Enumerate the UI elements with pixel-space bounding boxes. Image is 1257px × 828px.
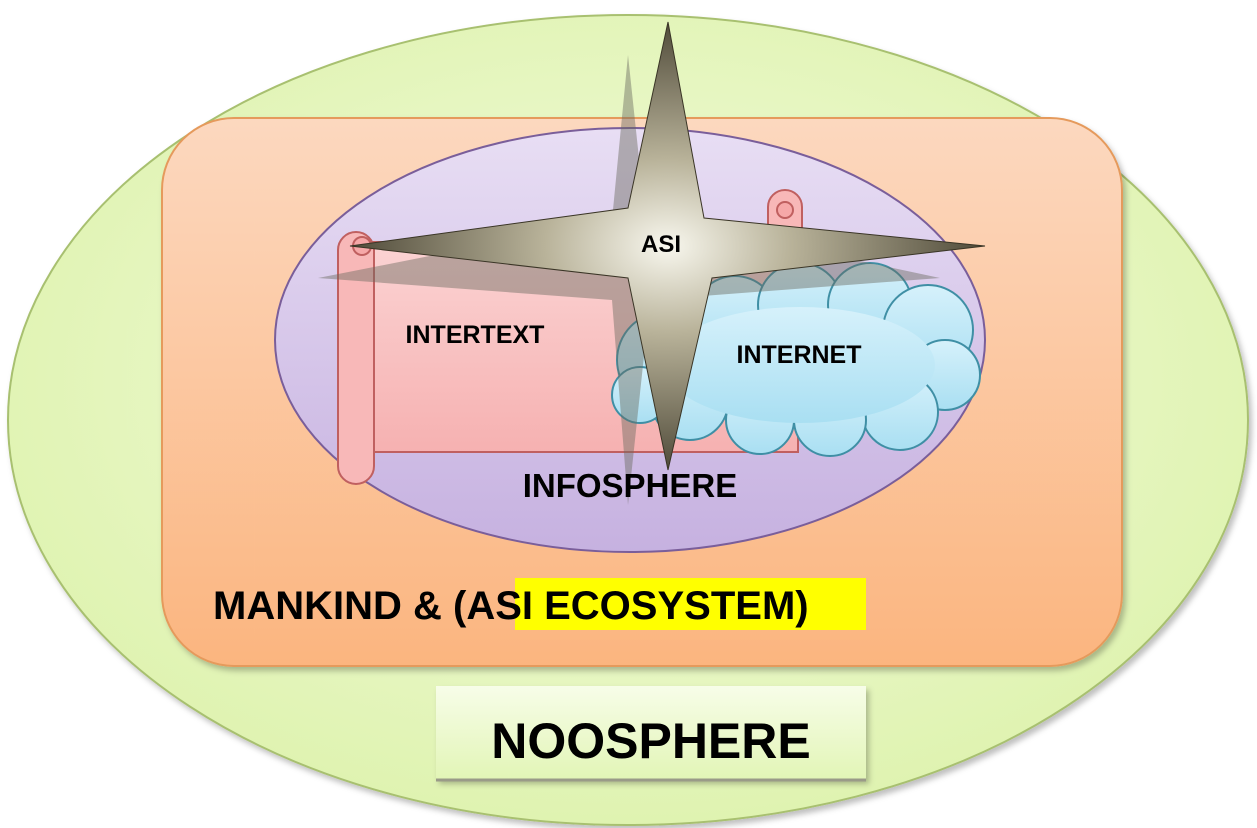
intertext-label: INTERTEXT [406, 321, 545, 349]
noosphere-label-box [436, 686, 866, 780]
mankind-prefix: MANKIND & ( [213, 584, 467, 628]
mankind-label: MANKIND & (ASI ECOSYSTEM) [213, 584, 809, 628]
asi-label: ASI [641, 231, 681, 258]
mankind-suffix: ) [795, 584, 808, 628]
noosphere-label: NOOSPHERE [491, 713, 811, 769]
internet-label: INTERNET [737, 341, 862, 369]
asi-ecosystem-text: ASI ECOSYSTEM [466, 584, 795, 628]
infosphere-label: INFOSPHERE [523, 467, 738, 504]
four-point-star-icon [349, 21, 986, 471]
asi-ecosystem-highlight [515, 578, 866, 630]
